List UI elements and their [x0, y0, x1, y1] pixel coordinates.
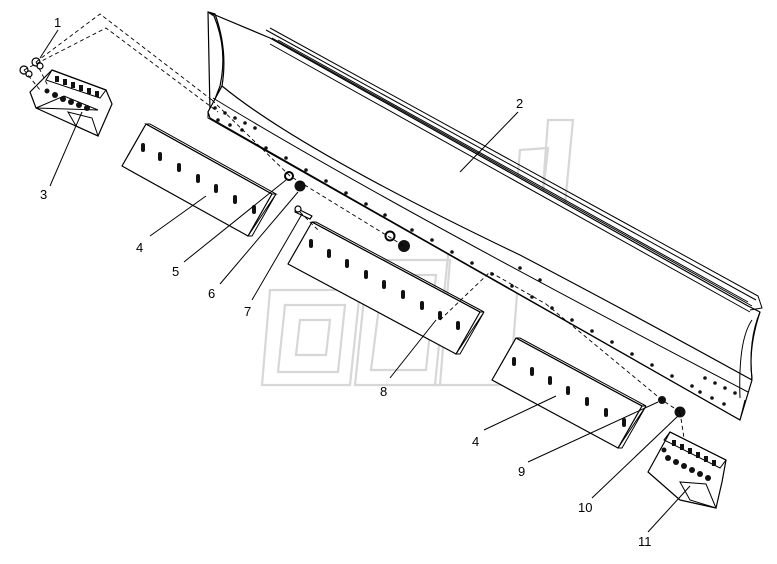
callout-7: 7: [244, 304, 251, 319]
callout-6: 6: [208, 286, 215, 301]
callout-5: 5: [172, 264, 179, 279]
callout-3: 3: [40, 187, 47, 202]
cutting-edge-right: [491, 337, 647, 449]
callout-10: 10: [578, 500, 592, 515]
blade-bolt-holes: [213, 106, 737, 406]
callout-2: 2: [516, 96, 523, 111]
callout-4-left: 4: [136, 240, 143, 255]
cutting-edge-center: [287, 221, 485, 355]
callout-labels: 1 2 3 4 5 6 7 8 4 9 10 11: [40, 15, 652, 549]
end-bit-right: [647, 431, 727, 509]
callout-8: 8: [380, 384, 387, 399]
callout-1: 1: [54, 15, 61, 30]
assembly-dashed-lines: [23, 13, 685, 439]
callout-11: 11: [638, 534, 652, 549]
callout-4-right: 4: [472, 434, 479, 449]
end-bit-left: [29, 69, 113, 137]
callout-9: 9: [518, 464, 525, 479]
leader-lines: [39, 29, 691, 533]
blade-moldboard: [207, 11, 763, 421]
cutting-edge-left: [121, 123, 278, 237]
